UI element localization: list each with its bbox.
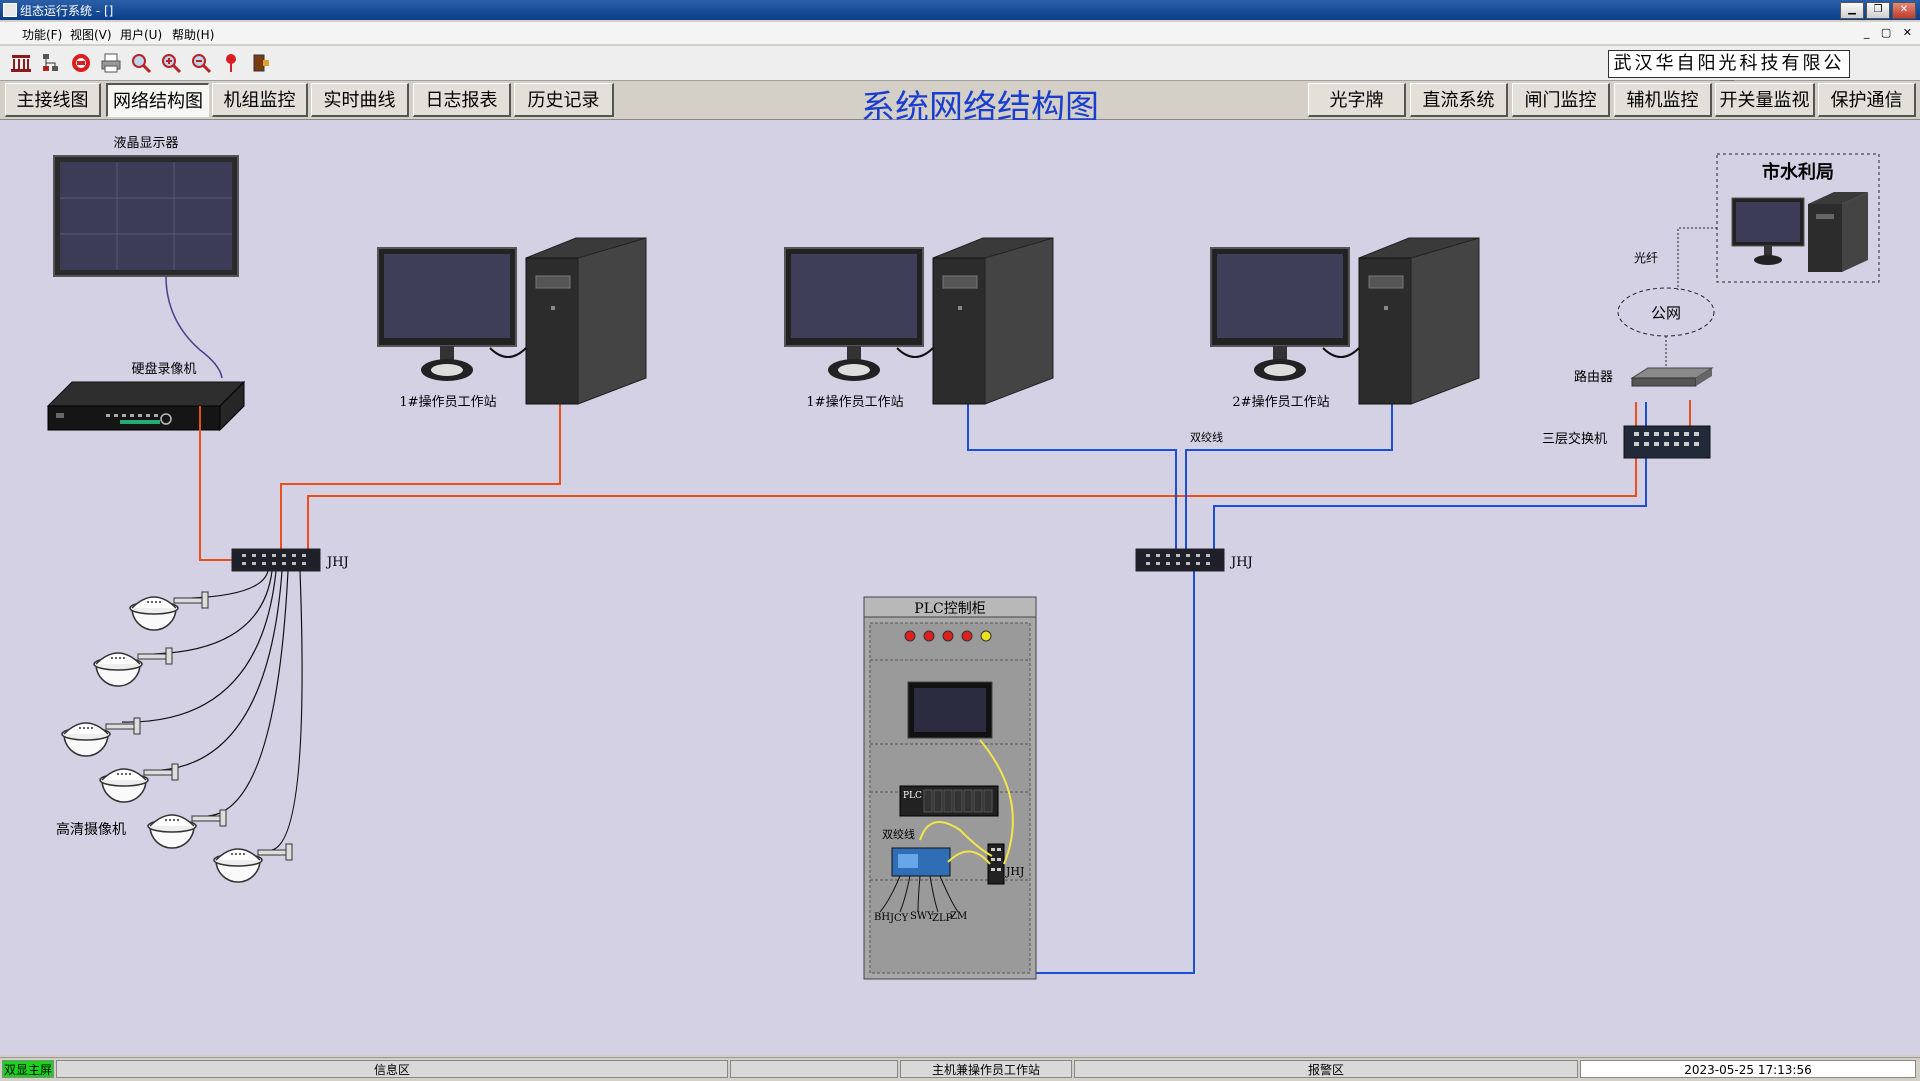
window-title: 组态运行系统 - []: [20, 4, 114, 18]
workstation-2-icon[interactable]: [784, 237, 1054, 405]
workstation-3-icon[interactable]: [1210, 237, 1480, 405]
switch-left-label: JHJ: [325, 555, 349, 570]
device-label-zlp: ZLP: [932, 913, 953, 924]
switch-middle-icon[interactable]: [1135, 548, 1225, 572]
blue-links: [967, 382, 1647, 974]
printer-icon[interactable]: [98, 50, 124, 76]
camera-6-icon[interactable]: [213, 843, 293, 883]
mdi-window-controls[interactable]: _ ▢ ✕: [1863, 26, 1916, 39]
twisted-pair-label: 双绞线: [1190, 430, 1223, 444]
camera-1-icon[interactable]: [129, 591, 209, 631]
indicator-lamp-2: [923, 630, 935, 642]
menu-help[interactable]: 帮助(H): [172, 28, 215, 42]
tab-aux-monitor[interactable]: 辅机监控: [1614, 83, 1712, 117]
menu-user[interactable]: 用户(U): [120, 28, 163, 42]
lcd-label: 液晶显示器: [113, 136, 178, 151]
workstation-1-icon[interactable]: [377, 237, 647, 405]
plc-cabinet[interactable]: [863, 596, 1037, 980]
menu-function[interactable]: 功能(F): [22, 28, 63, 42]
device-label-jcy: JCY: [889, 913, 909, 924]
camera-4-icon[interactable]: [99, 763, 179, 803]
zoom-in-icon[interactable]: [158, 50, 184, 76]
company-name: 武汉华自阳光科技有限公司: [1608, 50, 1850, 100]
tab-realtime-curve[interactable]: 实时曲线: [311, 83, 409, 117]
building-icon[interactable]: [8, 50, 34, 76]
router-label: 路由器: [1574, 369, 1613, 385]
bureau-frame: [1716, 153, 1880, 283]
plc-label: PLC: [903, 791, 922, 801]
router-icon[interactable]: [1630, 367, 1714, 387]
close-button[interactable]: ✕: [1892, 2, 1916, 19]
tab-switch-monitor[interactable]: 开关量监视: [1715, 83, 1815, 117]
screen-mode-indicator: 双显主屏: [2, 1060, 54, 1078]
tab-dc-system[interactable]: 直流系统: [1410, 83, 1508, 117]
dvr-label: 硬盘录像机: [131, 361, 196, 377]
info-area: 信息区: [56, 1060, 728, 1078]
l3-switch-icon[interactable]: [1623, 425, 1711, 459]
indicator-lamp-4: [961, 630, 973, 642]
station-indicator: 主机兼操作员工作站: [900, 1060, 1072, 1078]
stop-icon[interactable]: [68, 50, 94, 76]
public-net-label: 公网: [1651, 304, 1681, 322]
status-bar: 双显主屏 信息区 主机兼操作员工作站 报警区 2023-05-25 17:13:…: [0, 1057, 1920, 1081]
indicator-lamp-3: [942, 630, 954, 642]
toolbar: 武汉华自阳光科技有限公司: [0, 46, 1920, 100]
tab-protection-comm[interactable]: 保护通信: [1818, 83, 1916, 117]
menu-view[interactable]: 视图(V): [70, 28, 112, 42]
status-blank: [730, 1060, 898, 1078]
indicator-lamps: [904, 630, 992, 642]
datetime-display: 2023-05-25 17:13:56: [1580, 1060, 1916, 1078]
alarm-area: 报警区: [1074, 1060, 1578, 1078]
workstation-2-label: 1#操作员工作站: [806, 394, 903, 410]
app-icon: [3, 3, 17, 17]
tab-unit-monitor[interactable]: 机组监控: [212, 83, 308, 117]
alarm-icon[interactable]: [218, 50, 244, 76]
tab-gate-monitor[interactable]: 闸门监控: [1512, 83, 1610, 117]
switch-middle-label: JHJ: [1229, 555, 1253, 570]
plc-twisted-pair-label: 双绞线: [882, 827, 915, 841]
minimize-button[interactable]: ▁: [1840, 2, 1864, 19]
nav-bar: 主接线图 网络结构图 机组监控 实时曲线 日志报表 历史记录 光字牌 直流系统 …: [0, 81, 1920, 120]
exit-icon[interactable]: [248, 50, 274, 76]
workstation-3-label: 2#操作员工作站: [1232, 394, 1329, 410]
camera-label: 高清摄像机: [56, 821, 126, 838]
device-label-zm: ZM: [950, 911, 967, 922]
maximize-button[interactable]: ❐: [1866, 2, 1890, 19]
camera-5-icon[interactable]: [147, 809, 227, 849]
l3-switch-label: 三层交换机: [1542, 431, 1607, 447]
tab-network-structure[interactable]: 网络结构图: [106, 83, 209, 117]
camera-2-icon[interactable]: [93, 647, 173, 687]
fiber-label: 光纤: [1634, 251, 1658, 265]
dvr-icon[interactable]: [46, 380, 246, 432]
menu-bar: 功能(F) 视图(V) 用户(U) 帮助(H) _ ▢ ✕: [0, 22, 1920, 44]
plc-cabinet-label: PLC控制柜: [914, 601, 985, 617]
indicator-lamp-5: [980, 630, 992, 642]
network-icon[interactable]: [38, 50, 64, 76]
tab-light-board[interactable]: 光字牌: [1308, 83, 1406, 117]
lcd-cable: [165, 275, 223, 379]
lcd-monitor-icon[interactable]: [53, 155, 239, 277]
window-titlebar: 组态运行系统 - [] ▁ ❐ ✕: [0, 0, 1920, 20]
fiber-line: [1677, 227, 1717, 290]
tab-history[interactable]: 历史记录: [514, 83, 614, 117]
bureau-computer-icon[interactable]: [1731, 192, 1868, 272]
network-diagram: 液晶显示器 硬盘录像机 JHJ JHJ 双绞线: [0, 120, 1920, 1055]
camera-3-icon[interactable]: [61, 717, 141, 757]
indicator-lamp-1: [904, 630, 916, 642]
workstation-1-label: 1#操作员工作站: [399, 394, 496, 410]
device-label-bh: BH: [874, 912, 890, 923]
tab-main-wiring[interactable]: 主接线图: [5, 83, 101, 117]
bureau-label: 市水利局: [1762, 161, 1834, 183]
plc-switch-label: JHJ: [1005, 865, 1024, 878]
zoom-icon[interactable]: [128, 50, 154, 76]
tab-log-report[interactable]: 日志报表: [413, 83, 511, 117]
switch-left-icon[interactable]: [231, 548, 321, 572]
zoom-out-icon[interactable]: [188, 50, 214, 76]
device-label-swy: SWY: [910, 911, 934, 922]
